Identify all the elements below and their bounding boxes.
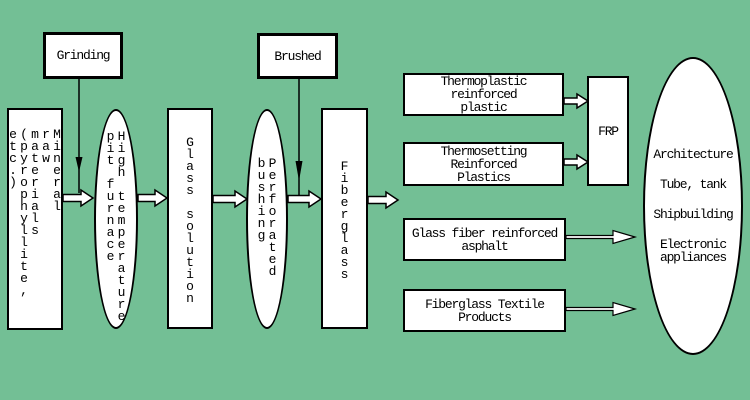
arrow-fiberglass-to-products-icon: [367, 190, 400, 210]
arrow-mineral-to-furnace-icon: [62, 188, 95, 208]
brushed-box: Brushed: [257, 33, 338, 79]
arrow-asphalt-to-applications-icon: [565, 229, 638, 245]
glass-fiber-reinforced-asphalt-box: Glass fiber reinforced asphalt: [403, 218, 566, 261]
brushed-label: Brushed: [274, 48, 321, 64]
arrow-brushed-down-icon: [295, 79, 303, 196]
arrow-thermoplastic-to-frp-icon: [563, 92, 590, 110]
grinding-label: Grinding: [56, 48, 111, 63]
frp-box: FRP: [587, 76, 629, 186]
arrow-grinding-down-icon: [75, 79, 83, 193]
fiberglass-textile-products-label: Fiberglass Textile Products: [425, 296, 545, 325]
grinding-box: Grinding: [43, 32, 123, 79]
thermoplastic-reinforced-plastic-box: Thermoplastic reinforced plastic: [403, 73, 564, 116]
thermosetting-reinforced-plastics-label: Thermosetting Reinforced Plastics: [440, 143, 528, 185]
arrow-bushing-to-fiberglass-icon: [287, 189, 323, 209]
fiberglass-textile-products-box: Fiberglass Textile Products: [403, 289, 566, 332]
arrow-furnace-to-glass-icon: [137, 188, 169, 208]
applications-list: Architecture Tube, tank Shipbuilding Ele…: [645, 59, 741, 353]
application-shipbuilding: Shipbuilding: [653, 207, 733, 222]
frp-label: FRP: [598, 123, 619, 139]
application-architecture: Architecture: [653, 147, 733, 162]
thermosetting-reinforced-plastics-box: Thermosetting Reinforced Plastics: [403, 142, 564, 186]
application-electronic-appliances: Electronic appliances: [659, 237, 727, 265]
glass-fiber-reinforced-asphalt-label: Glass fiber reinforced asphalt: [411, 225, 558, 254]
arrow-glass-to-bushing-icon: [212, 189, 249, 209]
arrow-textile-to-applications-icon: [565, 301, 638, 317]
arrow-thermosetting-to-frp-icon: [563, 153, 590, 171]
application-tube-tank: Tube, tank: [659, 177, 727, 192]
applications-ellipse: Architecture Tube, tank Shipbuilding Ele…: [643, 57, 743, 355]
thermoplastic-reinforced-plastic-label: Thermoplastic reinforced plastic: [440, 74, 528, 115]
